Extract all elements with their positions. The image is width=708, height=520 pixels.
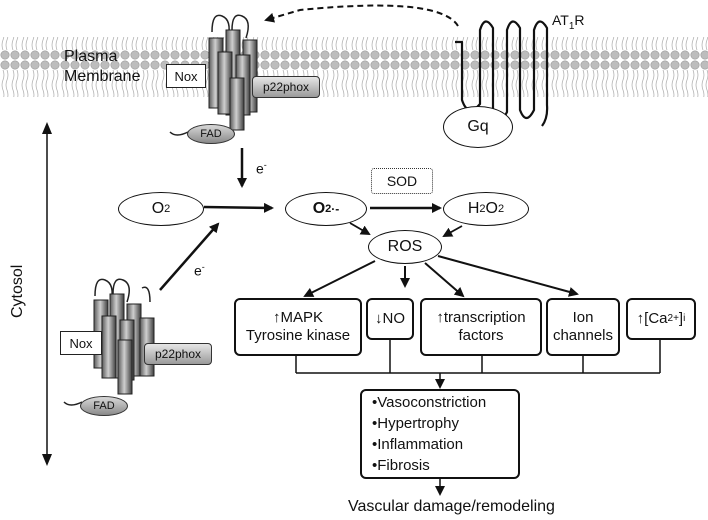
nox-label-top: Nox — [166, 64, 206, 88]
plasma-membrane — [0, 37, 708, 97]
outcome-item: •Fibrosis — [372, 457, 430, 474]
ros-ion-arrow — [437, 255, 579, 297]
h2o2-ros-arrow — [442, 225, 463, 237]
effects-bracket — [295, 340, 661, 374]
membrane-label-line2: Membrane — [64, 68, 141, 85]
outcomes-box: •Vasoconstriction •Hypertrophy •Inflamma… — [360, 389, 520, 479]
no-box: ↓NO — [366, 298, 414, 340]
at1r-receptor — [455, 20, 549, 127]
membrane-label-line1: Plasma — [64, 48, 118, 65]
ros-mapk-arrow — [303, 260, 376, 297]
fad-label-bottom: FAD — [80, 396, 128, 416]
gq-protein: Gq — [443, 106, 513, 148]
p22phox-label-top: p22phox — [252, 76, 320, 98]
final-outcome-label: Vascular damage/remodeling — [348, 498, 555, 515]
electron-label-bottom: e- — [194, 262, 205, 279]
p22phox-label-bottom: p22phox — [144, 343, 212, 365]
superoxide-ros-arrow — [349, 222, 371, 236]
cytosol-label: Cytosol — [9, 264, 26, 318]
outcome-item: •Vasoconstriction — [372, 394, 487, 411]
electron-label-top: e- — [256, 160, 267, 177]
nox-label-bottom: Nox — [60, 331, 102, 355]
o2-arrow — [203, 202, 274, 213]
fad-label-top: FAD — [187, 124, 235, 144]
sod-enzyme: SOD — [371, 168, 433, 194]
outcome-item: •Inflammation — [372, 436, 464, 453]
ros-tf-arrow — [424, 262, 465, 298]
at1r-label: AT1R — [552, 12, 585, 32]
outcome-item: •Hypertrophy — [372, 415, 459, 432]
nox-complex-bottom — [63, 278, 155, 406]
electron-arrow-bottom — [159, 222, 220, 291]
dashed-activation-arrow — [264, 4, 459, 27]
ros-node: ROS — [368, 230, 442, 264]
